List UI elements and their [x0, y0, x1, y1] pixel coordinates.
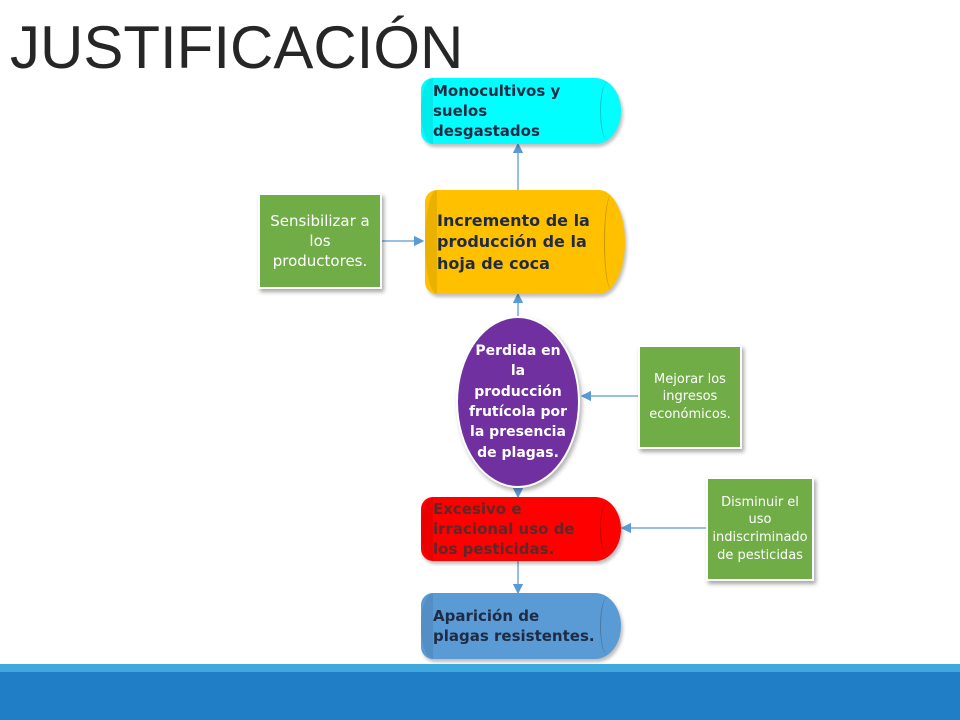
- node-sensibilizar-label: Sensibilizar a los productores.: [270, 211, 370, 271]
- node-disminuir: Disminuir el uso indiscriminado de pesti…: [706, 477, 814, 581]
- node-incremento-label: Incremento de la producción de la hoja d…: [437, 210, 590, 273]
- node-mejorar: Mejorar los ingresos económicos.: [638, 345, 742, 449]
- node-incremento: Incremento de la producción de la hoja d…: [425, 190, 625, 294]
- node-monocultivos-label: Monocultivos y suelos desgastados: [433, 81, 561, 141]
- footer-accent-band: [0, 664, 960, 672]
- node-sensibilizar: Sensibilizar a los productores.: [258, 193, 382, 289]
- node-perdida: Perdida en la producción frutícola por l…: [456, 316, 580, 488]
- node-perdida-label: Perdida en la producción frutícola por l…: [468, 343, 568, 461]
- node-aparicion: Aparición de plagas resistentes.: [421, 593, 621, 659]
- node-disminuir-label: Disminuir el uso indiscriminado de pesti…: [712, 494, 808, 563]
- node-excesivo-label: Excesivo e irracional uso de los pestici…: [433, 499, 575, 559]
- footer-band: [0, 672, 960, 720]
- slide-title: JUSTIFICACIÓN: [10, 14, 464, 81]
- node-excesivo: Excesivo e irracional uso de los pestici…: [421, 497, 621, 561]
- node-aparicion-label: Aparición de plagas resistentes.: [433, 606, 595, 645]
- node-mejorar-label: Mejorar los ingresos económicos.: [649, 371, 731, 422]
- node-monocultivos: Monocultivos y suelos desgastados: [421, 78, 621, 144]
